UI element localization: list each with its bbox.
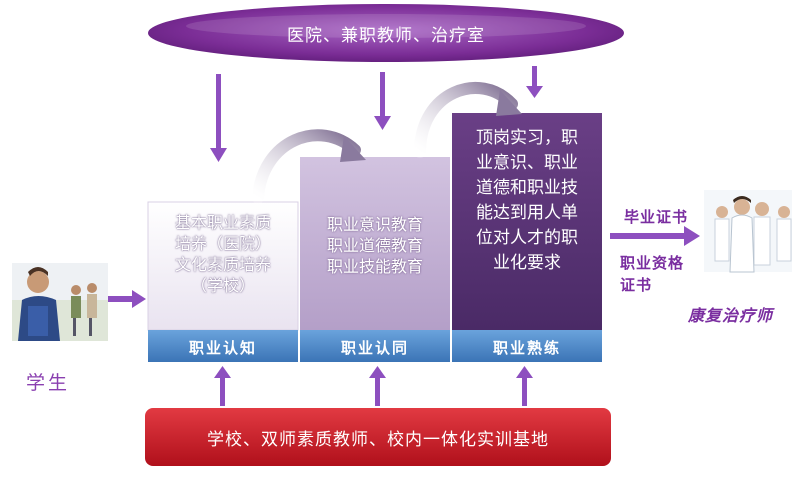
top-partner-highlight	[186, 14, 586, 38]
stage-3-box	[452, 113, 602, 330]
stage-3-label: 职业熟练	[492, 339, 561, 357]
students-photo	[12, 263, 108, 341]
progression-curve-arrow-2-head	[496, 90, 522, 116]
stage-3-content: 顶岗实习，职 业意识、职业 道德和职业技 能达到用人单 位对人才的职 业化要求	[476, 128, 578, 273]
student-arrow	[108, 290, 146, 308]
stage-2-content: 职业意识教育 职业道德教育 职业技能教育	[326, 215, 423, 276]
bottom-partner-label: 学校、双师素质教师、校内一体化实训基地	[207, 430, 549, 450]
student-label: 学生	[26, 372, 71, 394]
stage-1-content: 基本职业素质 培养（医院） 文化素质培养 （学校）	[174, 213, 271, 295]
top-partner-label: 医院、兼职教师、治疗室	[287, 26, 485, 46]
stage-2-label-bar	[300, 330, 450, 362]
stage-1-label: 职业认知	[188, 339, 257, 357]
therapists-photo	[704, 190, 792, 273]
stage-2-label: 职业认同	[340, 339, 409, 357]
stage-1-box	[147, 201, 299, 331]
stage-2-box	[300, 157, 450, 330]
graduation-cert-label: 毕业证书	[624, 208, 689, 226]
up-arrows	[214, 366, 533, 406]
result-label: 康复治疗师	[688, 306, 774, 325]
stage-1-label-bar	[148, 330, 298, 362]
down-arrows	[210, 66, 543, 162]
qualification-cert-label: 职业资格 证书	[620, 254, 685, 294]
progression-curve-arrow-1-head	[340, 136, 366, 162]
top-partner-ellipse	[148, 4, 624, 62]
stage-3-label-bar	[452, 330, 602, 362]
output-arrow	[610, 226, 700, 246]
bottom-partner-bar	[145, 408, 611, 466]
progression-curve-arrow-1	[252, 129, 361, 204]
